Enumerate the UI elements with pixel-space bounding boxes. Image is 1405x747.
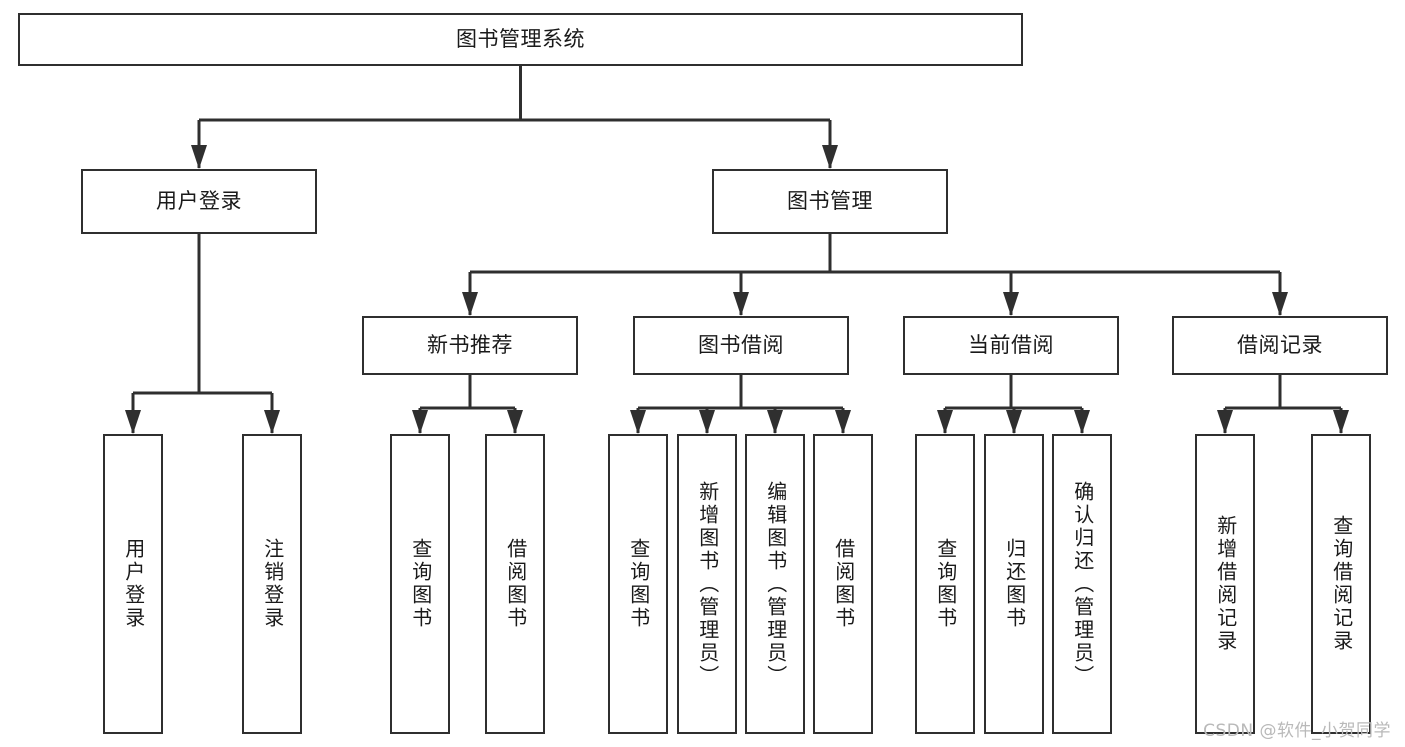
node-label: 借阅记录 xyxy=(1237,332,1323,357)
arrowhead-icon xyxy=(699,410,715,434)
arrowhead-icon xyxy=(1217,410,1233,434)
node-label: 用户登录 xyxy=(121,538,146,630)
node-user-login[interactable]: 用户登录 xyxy=(81,169,317,234)
arrowhead-icon xyxy=(1003,292,1019,316)
arrowhead-icon xyxy=(264,410,280,434)
node-book-manage[interactable]: 图书管理 xyxy=(712,169,948,234)
node-label: 查询借阅记录 xyxy=(1329,515,1354,653)
node-label: 新书推荐 xyxy=(427,332,513,357)
watermark: CSDN @软件_小贺同学 xyxy=(1203,721,1391,741)
node-label: 当前借阅 xyxy=(968,332,1054,357)
arrowhead-icon xyxy=(630,410,646,434)
arrowhead-icon xyxy=(1272,292,1288,316)
node-current-borrow[interactable]: 当前借阅 xyxy=(903,316,1119,375)
node-label: 查询图书 xyxy=(626,538,651,630)
node-label: 查询图书 xyxy=(933,538,958,630)
arrowhead-icon xyxy=(1333,410,1349,434)
arrowhead-icon xyxy=(191,145,207,169)
arrowhead-icon xyxy=(733,292,749,316)
arrowhead-icon xyxy=(1074,410,1090,434)
node-borrow-record[interactable]: 借阅记录 xyxy=(1172,316,1388,375)
node-label: 归还图书 xyxy=(1002,538,1027,630)
node-leaf-borrow-book-2[interactable]: 借阅图书 xyxy=(813,434,873,734)
node-label: 用户登录 xyxy=(156,188,242,213)
node-label: 确认归还（管理员） xyxy=(1070,480,1095,688)
arrowhead-icon xyxy=(462,292,478,316)
arrowhead-icon xyxy=(835,410,851,434)
node-label: 借阅图书 xyxy=(831,538,856,630)
node-leaf-confirm-ret[interactable]: 确认归还（管理员） xyxy=(1052,434,1112,734)
node-label: 图书借阅 xyxy=(698,332,784,357)
node-leaf-logout[interactable]: 注销登录 xyxy=(242,434,302,734)
node-leaf-query-book-2[interactable]: 查询图书 xyxy=(608,434,668,734)
arrowhead-icon xyxy=(937,410,953,434)
node-leaf-user-login[interactable]: 用户登录 xyxy=(103,434,163,734)
node-root[interactable]: 图书管理系统 xyxy=(18,13,1023,66)
node-label: 编辑图书（管理员） xyxy=(763,480,788,688)
node-label: 新增图书（管理员） xyxy=(695,480,720,688)
node-new-book-rec[interactable]: 新书推荐 xyxy=(362,316,578,375)
node-label: 图书管理系统 xyxy=(456,26,585,51)
arrowhead-icon xyxy=(507,410,523,434)
node-leaf-return-book[interactable]: 归还图书 xyxy=(984,434,1044,734)
node-leaf-query-book-1[interactable]: 查询图书 xyxy=(390,434,450,734)
node-leaf-query-record[interactable]: 查询借阅记录 xyxy=(1311,434,1371,734)
node-leaf-edit-book[interactable]: 编辑图书（管理员） xyxy=(745,434,805,734)
arrowhead-icon xyxy=(822,145,838,169)
node-leaf-query-book-3[interactable]: 查询图书 xyxy=(915,434,975,734)
node-book-borrow[interactable]: 图书借阅 xyxy=(633,316,849,375)
node-label: 注销登录 xyxy=(260,538,285,630)
arrowhead-icon xyxy=(412,410,428,434)
arrowhead-icon xyxy=(125,410,141,434)
arrowhead-icon xyxy=(1006,410,1022,434)
node-label: 查询图书 xyxy=(408,538,433,630)
node-label: 新增借阅记录 xyxy=(1213,515,1238,653)
arrowhead-icon xyxy=(767,410,783,434)
node-leaf-borrow-book-1[interactable]: 借阅图书 xyxy=(485,434,545,734)
node-leaf-add-record[interactable]: 新增借阅记录 xyxy=(1195,434,1255,734)
node-label: 借阅图书 xyxy=(503,538,528,630)
node-leaf-add-book[interactable]: 新增图书（管理员） xyxy=(677,434,737,734)
node-label: 图书管理 xyxy=(787,188,873,213)
